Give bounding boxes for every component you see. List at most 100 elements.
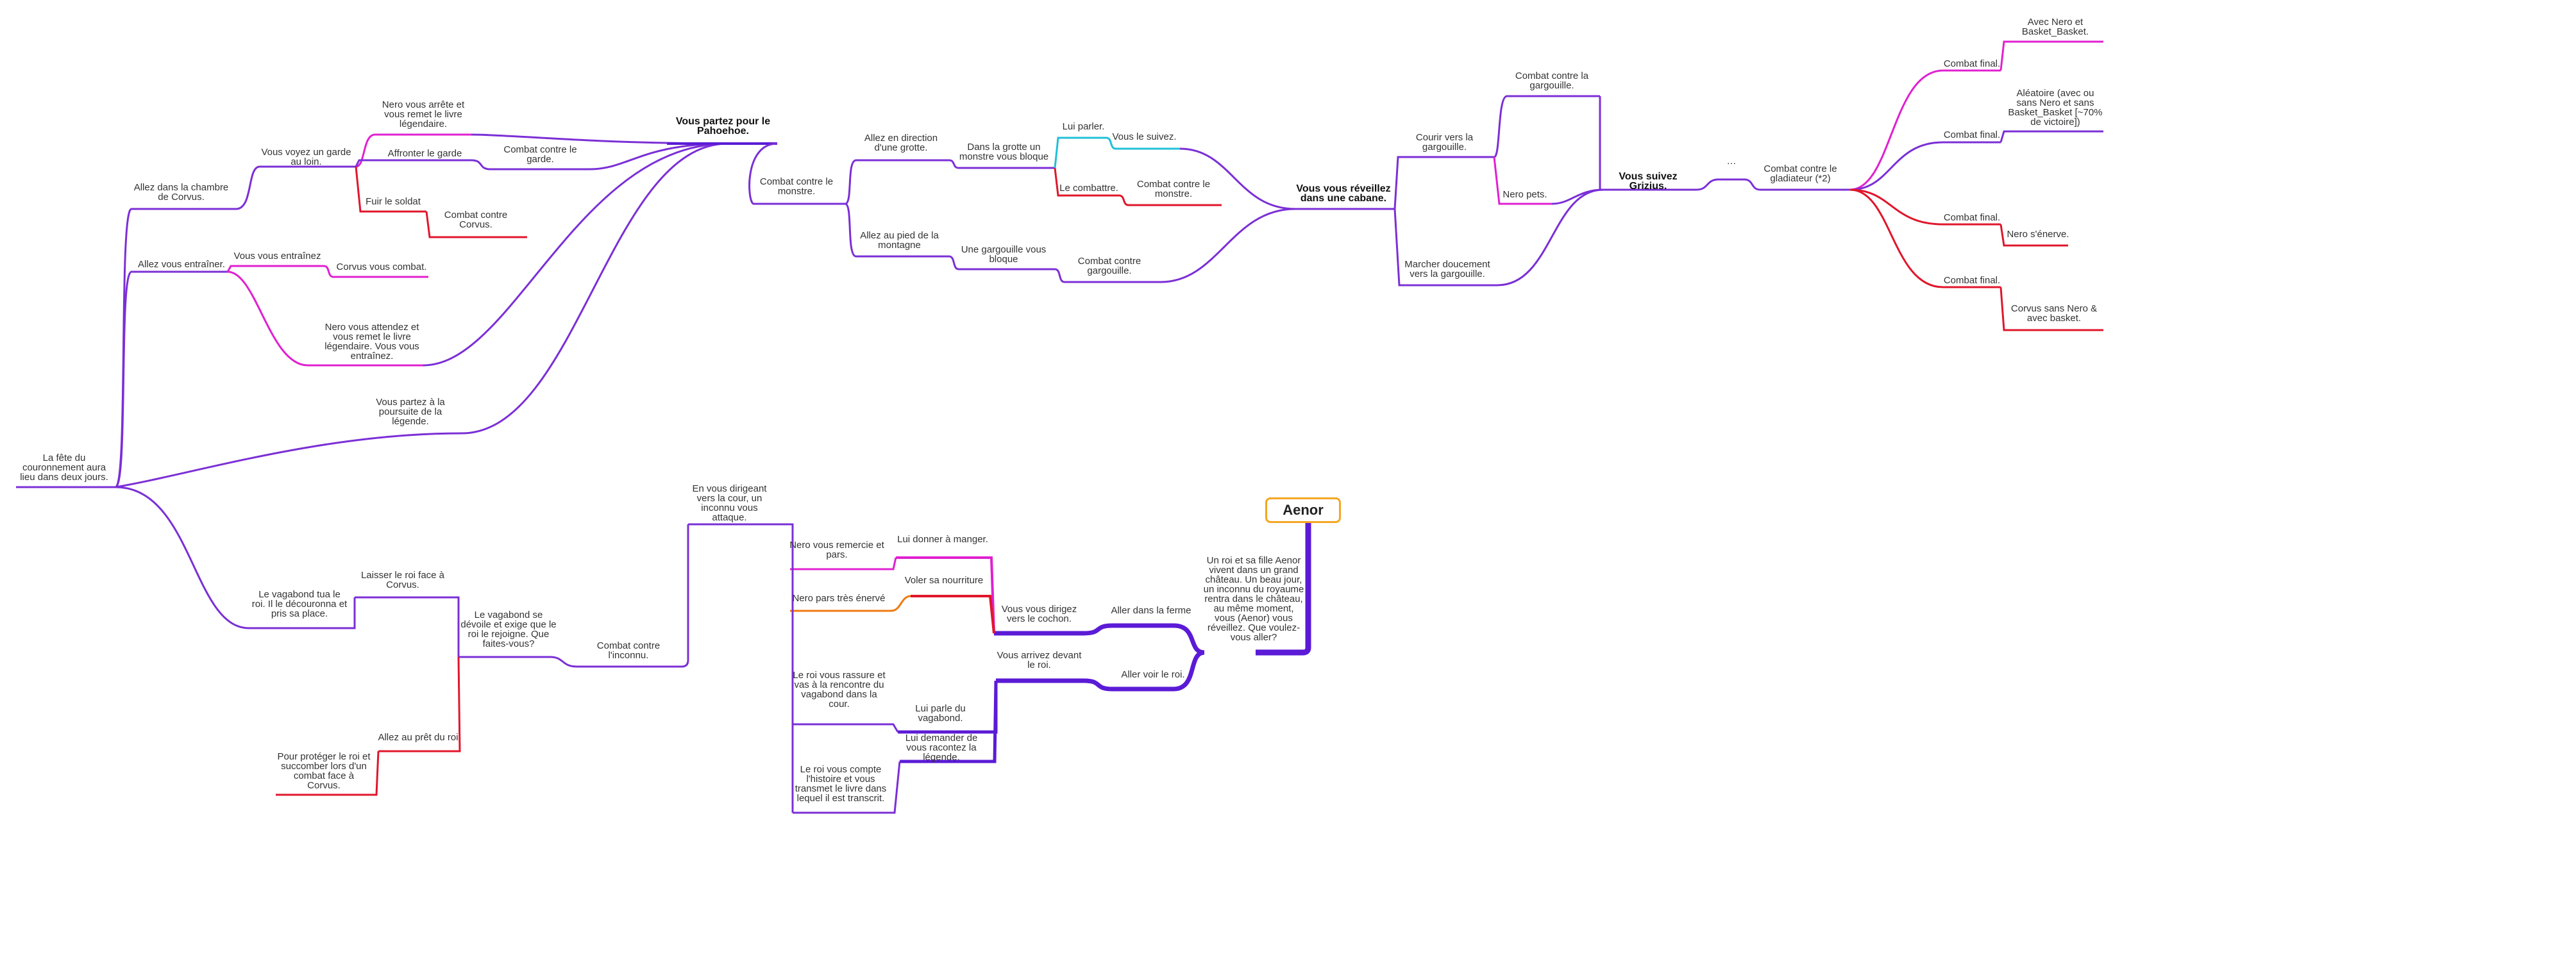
node-proteger[interactable]: Pour protéger le roi et succomber lors d… [277, 751, 371, 791]
node-fuir[interactable]: Fuir le soldat [366, 196, 421, 207]
edge-garde-arrete [355, 133, 471, 168]
node-combat-gargouille-2[interactable]: Combat contre la gargouille. [1515, 71, 1589, 91]
node-garde-loin[interactable]: Vous voyez un garde au loin. [261, 147, 351, 167]
node-vous-suivez[interactable]: Vous le suivez. [1112, 131, 1177, 142]
edge-cf1-avec [1999, 40, 2103, 71]
node-grotte-bloque[interactable]: Dans la grotte un monstre vous bloque [959, 142, 1049, 162]
edge-grizius-gladiateur [1696, 178, 1850, 191]
node-nero-attendez[interactable]: Nero vous attendez et vous remet le livr… [324, 322, 419, 362]
edge-monstre-grotte [845, 159, 949, 205]
node-garg-bloque[interactable]: Une gargouille vous bloque [961, 244, 1047, 265]
edge-affronter-combat [471, 159, 590, 170]
node-corvus-combat[interactable]: Corvus vous combat. [336, 262, 427, 272]
edge-courir-pets [1493, 156, 1552, 205]
edge-intro-ferme [1113, 623, 1205, 655]
node-poursuite[interactable]: Vous partez à la poursuite de la légende… [376, 397, 445, 427]
edge-parler-suivez [1106, 137, 1180, 150]
edge-marcher-grizius [1497, 188, 1604, 287]
edge-laisser-tua [249, 597, 356, 629]
edge-inconnu-devoile [459, 656, 578, 668]
node-combat-final-4[interactable]: Combat final. [1943, 275, 2001, 286]
edge-combattre-monstre [1118, 194, 1222, 206]
node-combat-garde[interactable]: Combat contre le garde. [503, 144, 577, 165]
node-marcher[interactable]: Marcher doucement vers la gargouille. [1404, 259, 1490, 279]
edge-garg-cabane [1160, 208, 1296, 283]
edge-raconter-compte [793, 761, 901, 814]
node-rassure[interactable]: Le roi vous rassure et vas à la rencontr… [793, 670, 886, 710]
node-combat-final-1[interactable]: Combat final. [1943, 58, 2001, 69]
node-combat-gargouille[interactable]: Combat contre gargouille. [1077, 256, 1141, 276]
edge-cf2-aleatoire [1999, 130, 2103, 143]
node-vagabond-devoile[interactable]: Le vagabond se dévoile et exige que le r… [460, 610, 557, 649]
edge-voler-enerve [790, 595, 911, 612]
node-nero-arrete[interactable]: Nero vous arrête et vous remet le livre … [382, 99, 465, 129]
node-aleatoire[interactable]: Aléatoire (avec ou sans Nero et sans Bas… [2008, 88, 2103, 128]
node-roi[interactable]: Aller voir le roi. [1121, 669, 1185, 680]
node-grizius[interactable]: Vous suivez Grizius. [1619, 171, 1678, 192]
edge-cabane-marcher [1393, 208, 1497, 287]
node-lui-parler[interactable]: Lui parler. [1062, 121, 1105, 132]
node-grotte[interactable]: Allez en direction d'une grotte. [864, 133, 938, 153]
node-nero-enerve[interactable]: Nero pars très énervé [792, 593, 886, 604]
node-combattre[interactable]: Le combattre. [1059, 183, 1118, 194]
edge-arrete-pahoehoe [471, 133, 728, 145]
edge-gladiateur-cf3 [1849, 188, 2001, 226]
node-avec-nero[interactable]: Avec Nero et Basket_Basket. [2021, 17, 2089, 37]
edge-chambre-garde [235, 165, 356, 210]
node-nero-pets[interactable]: Nero pets. [1503, 189, 1547, 200]
node-raconter[interactable]: Lui demander de vous racontez la légende… [905, 733, 978, 763]
edge-ferme-cochon [994, 623, 1113, 636]
node-dirigeant[interactable]: En vous dirigeant vers la cour, un incon… [692, 483, 767, 523]
node-combat-monstre[interactable]: Combat contre le monstre. [759, 176, 834, 197]
node-compte[interactable]: Le roi vous compte l'histoire et vous tr… [795, 764, 887, 804]
edge-monstre-montagne [845, 203, 949, 258]
node-combat-corvus[interactable]: Combat contre Corvus. [444, 210, 508, 230]
node-laisser[interactable]: Laisser le roi face à Corvus. [360, 570, 445, 590]
node-ferme[interactable]: Aller dans la ferme [1111, 605, 1191, 616]
node-donner[interactable]: Lui donner à manger. [897, 534, 988, 545]
edge-roi-devant [996, 678, 1113, 692]
node-voler[interactable]: Voler sa nourriture [904, 575, 984, 586]
node-vagabond-tua[interactable]: Le vagabond tua le roi. Il le découronna… [251, 589, 348, 619]
edge-attendez-pahoehoe [423, 142, 728, 367]
node-chambre[interactable]: Allez dans la chambre de Corvus. [133, 182, 229, 203]
node-dots[interactable]: … [1726, 156, 1737, 167]
edge-fete-entrainer [114, 270, 228, 488]
edge-fete-chambre [114, 208, 236, 488]
node-vous-entrainez[interactable]: Vous vous entraînez [233, 251, 321, 262]
edge-cochon-voler [911, 595, 995, 634]
node-combat-monstre-2[interactable]: Combat contre le monstre. [1136, 179, 1211, 199]
edge-devoile-laisser [355, 596, 460, 657]
node-entrainer[interactable]: Allez vous entraîner. [138, 259, 225, 270]
node-affronter[interactable]: Affronter le garde [387, 148, 462, 159]
node-nero-senerve[interactable]: Nero s'énerve. [2007, 229, 2069, 240]
edge-pahoehoe-monstre [748, 142, 845, 205]
node-combat-inconnu[interactable]: Combat contre l'inconnu. [596, 640, 661, 661]
node-pret[interactable]: Allez au prêt du roi [378, 732, 459, 743]
node-corvus-sans[interactable]: Corvus sans Nero & avec basket. [2010, 303, 2098, 324]
node-combat-final-3[interactable]: Combat final. [1943, 212, 2001, 223]
node-intro[interactable]: Un roi et sa fille Aenor vivent dans un … [1203, 555, 1304, 643]
node-montagne[interactable]: Allez au pied de la montagne [860, 230, 939, 251]
node-devant-roi[interactable]: Vous arrivez devant le roi. [997, 650, 1082, 670]
node-cochon[interactable]: Vous vous dirigez vers le cochon. [1001, 604, 1077, 624]
edge-tua-fete [115, 486, 249, 629]
edge-bloque-combattre [1054, 167, 1119, 197]
node-cabane[interactable]: Vous vous réveillez dans une cabane. [1296, 183, 1391, 204]
edge-entrainer-vous [226, 265, 324, 272]
node-fete[interactable]: La fête du couronnement aura lieu dans d… [20, 453, 108, 483]
node-pahoehoe[interactable]: Vous partez pour le Pahoehoe. [675, 116, 771, 137]
node-nero-remercie[interactable]: Nero vous remercie et pars. [789, 540, 884, 560]
node-combat-final-2[interactable]: Combat final. [1943, 129, 2001, 140]
edge-fete-poursuite [115, 432, 462, 488]
node-parle-vagabond[interactable]: Lui parle du vagabond. [915, 703, 966, 724]
edge-donner-remercie [790, 557, 897, 570]
root-node-aenor[interactable]: Aenor [1265, 497, 1341, 523]
edge-bloque-parler [1054, 137, 1106, 169]
node-gladiateur[interactable]: Combat contre le gladiateur (*2) [1764, 163, 1837, 184]
edge-cf4-corvus [1999, 287, 2103, 331]
edge-gladiateur-cf2 [1849, 141, 2001, 191]
node-courir[interactable]: Courir vers la gargouille. [1415, 132, 1474, 153]
